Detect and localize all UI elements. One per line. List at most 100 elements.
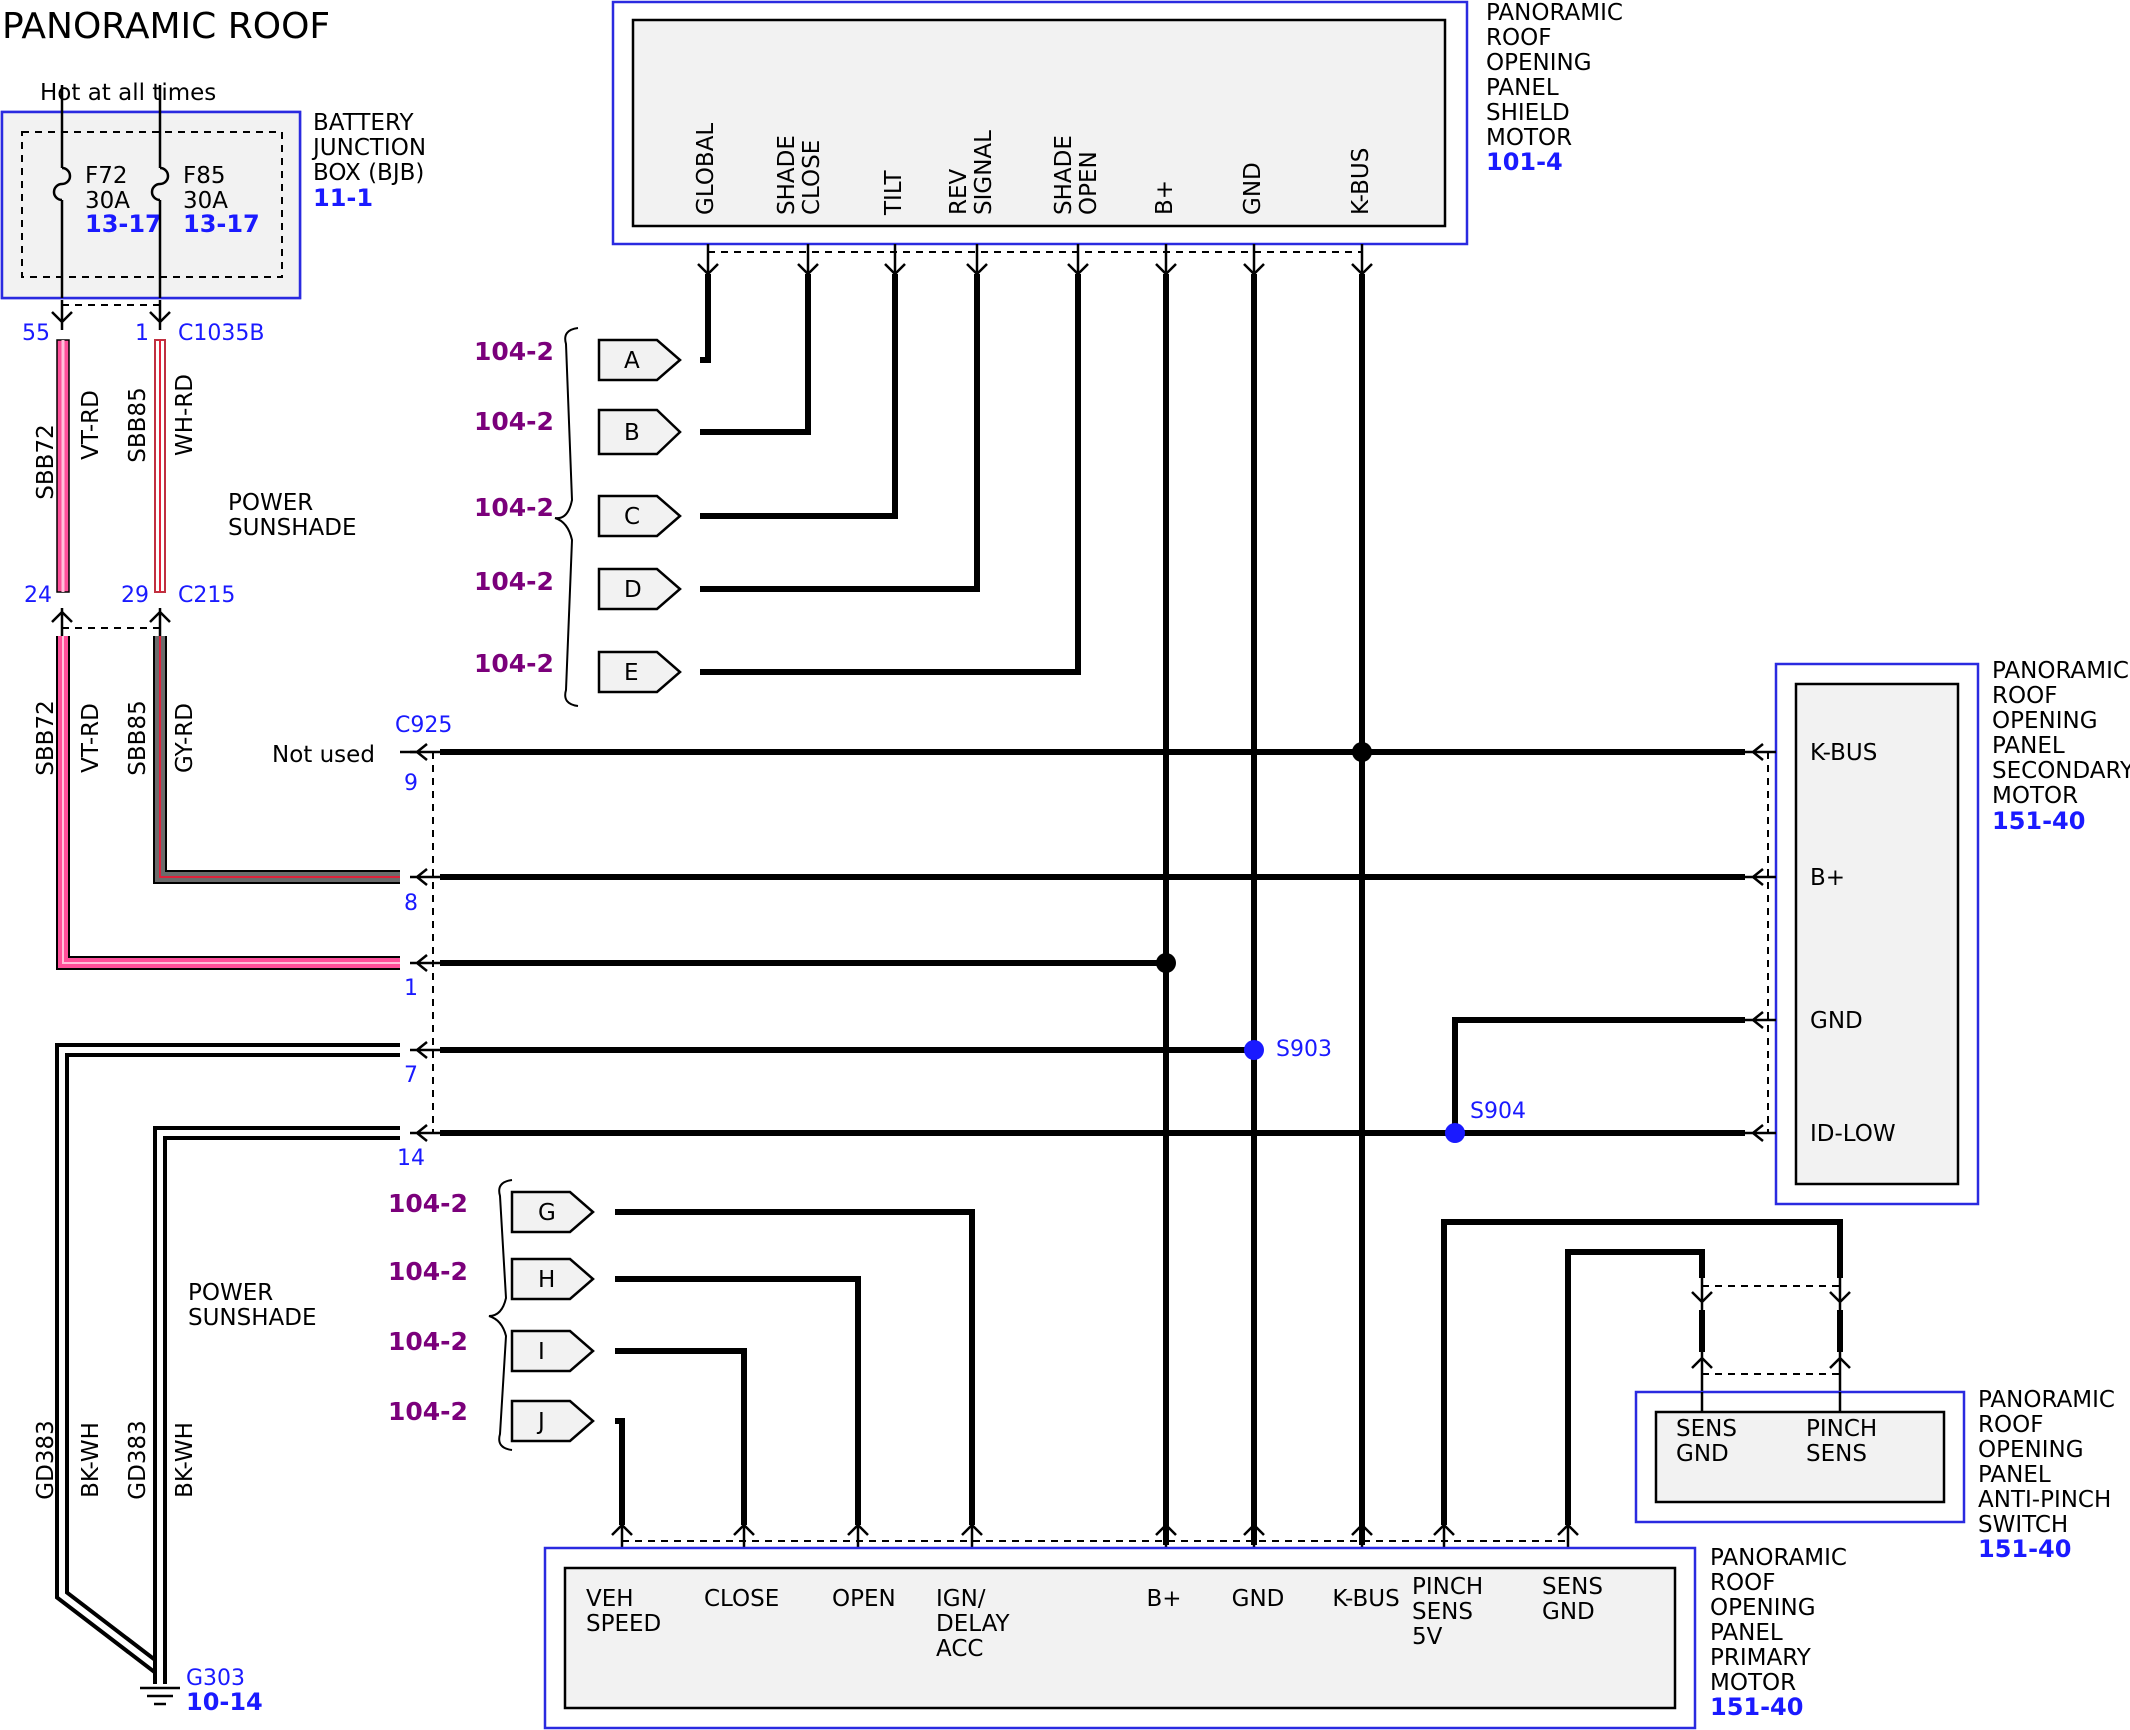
tag-d[interactable]: D 104-2 [474, 567, 682, 611]
tag-i[interactable]: I 104-2 [388, 1327, 595, 1373]
splice-s903 [1244, 1040, 1264, 1060]
c925-pin-1: 1 [404, 976, 418, 1001]
wire-label-gd383-a: GD383 [33, 1420, 59, 1499]
page-title: PANORAMIC ROOF [2, 6, 330, 47]
secondary-motor-ref[interactable]: 151-40 [1992, 807, 2085, 835]
tag-h[interactable]: H 104-2 [388, 1257, 595, 1301]
tag-c-ref[interactable]: 104-2 [474, 493, 554, 522]
anti-pinch-pin-pinch-sens-2: SENS [1806, 1441, 1867, 1467]
shield-motor-name-5: SHIELD [1486, 100, 1570, 126]
c215-name: C215 [178, 583, 235, 608]
secondary-motor-name-2: ROOF [1992, 683, 2057, 709]
c215-pin-29: 29 [121, 583, 149, 608]
power-sunshade-upper-line1: POWER [228, 490, 313, 516]
tag-a-ref[interactable]: 104-2 [474, 337, 554, 366]
c925-name: C925 [395, 713, 452, 738]
shield-pin-shade-open-1: SHADE [1051, 135, 1077, 215]
anti-pinch-name-4: PANEL [1978, 1462, 2051, 1488]
primary-pin-pinch-sens-3: 5V [1412, 1624, 1443, 1650]
fuse-f72-name: F72 [85, 163, 128, 189]
tag-j[interactable]: J 104-2 [388, 1397, 595, 1443]
secondary-motor-name-4: PANEL [1992, 733, 2065, 759]
tag-i-ref[interactable]: 104-2 [388, 1327, 468, 1356]
anti-pinch-inner [1654, 1410, 1946, 1504]
shield-motor-name-1: PANORAMIC [1486, 0, 1623, 26]
power-sunshade-lower-line1: POWER [188, 1280, 273, 1306]
splice-bplus [1156, 953, 1176, 973]
bjb-ref[interactable]: 11-1 [313, 184, 373, 212]
tag-c-letter: C [624, 504, 640, 530]
c1035b-pin-55: 55 [22, 321, 50, 346]
c925-pin-8: 8 [404, 891, 418, 916]
tag-g-ref[interactable]: 104-2 [388, 1189, 468, 1218]
tag-c[interactable]: C 104-2 [474, 493, 682, 538]
fuse-f72-ref[interactable]: 13-17 [85, 210, 162, 238]
not-used-label: Not used [272, 742, 375, 768]
primary-pin-sens-gnd-2: GND [1542, 1599, 1595, 1625]
bjb-dashed-boundary [21, 131, 283, 278]
secondary-pin-bplus: B+ [1810, 865, 1845, 891]
tag-b[interactable]: B 104-2 [474, 407, 682, 456]
tag-i-letter: I [538, 1339, 545, 1365]
primary-pin-sens-gnd-1: SENS [1542, 1574, 1603, 1600]
bjb-name-line-2: JUNCTION [311, 135, 426, 161]
wire-color-vt-rd-lower: VT-RD [78, 703, 104, 773]
primary-pin-kbus: K-BUS [1332, 1586, 1399, 1612]
tag-h-letter: H [538, 1267, 555, 1293]
primary-pin-ign-3: ACC [936, 1636, 983, 1662]
anti-pinch-ref[interactable]: 151-40 [1978, 1535, 2071, 1563]
fuse-f85-name: F85 [183, 163, 226, 189]
tag-e-letter: E [624, 660, 639, 686]
power-sunshade-lower-line2: SUNSHADE [188, 1305, 317, 1331]
primary-pin-ign-2: DELAY [936, 1611, 1011, 1637]
anti-pinch-name-5: ANTI-PINCH [1978, 1487, 2111, 1513]
c925-pin-9: 9 [404, 771, 418, 796]
hot-at-all-times-label: Hot at all times [40, 80, 216, 106]
primary-motor-ref[interactable]: 151-40 [1710, 1693, 1803, 1721]
shield-pin-bplus: B+ [1152, 180, 1178, 215]
tag-d-ref[interactable]: 104-2 [474, 567, 554, 596]
tag-e[interactable]: E 104-2 [474, 649, 682, 694]
wire-color-wh-rd-upper: WH-RD [172, 374, 198, 456]
anti-pinch-wires [1441, 1219, 1851, 1525]
tag-b-ref[interactable]: 104-2 [474, 407, 554, 436]
fuse-f85-ref[interactable]: 13-17 [183, 210, 260, 238]
shield-motor-name-6: MOTOR [1486, 125, 1572, 151]
c215-pin-24: 24 [24, 583, 52, 608]
primary-motor-signal-wires [615, 1209, 975, 1525]
ground-point-ref[interactable]: 10-14 [186, 1688, 263, 1716]
primary-pin-open: OPEN [832, 1586, 896, 1612]
lower-tag-group: G 104-2 H 104-2 I 104-2 J 104-2 [388, 1179, 595, 1451]
primary-pin-ign-1: IGN/ [936, 1586, 986, 1612]
shield-pin-rev-signal-2: SIGNAL [971, 130, 997, 215]
shield-pin-gnd: GND [1240, 162, 1266, 215]
bjb-name-line-1: BATTERY [313, 110, 414, 136]
tag-j-ref[interactable]: 104-2 [388, 1397, 468, 1426]
anti-pinch-pin-pinch-sens-1: PINCH [1806, 1416, 1877, 1442]
shield-motor-ref[interactable]: 101-4 [1486, 148, 1563, 176]
wire-color-gy-rd-lower: GY-RD [172, 703, 198, 773]
tag-g[interactable]: G 104-2 [388, 1189, 595, 1234]
wire-label-sbb85-upper: SBB85 [125, 387, 151, 462]
shield-motor: PANORAMIC ROOF OPENING PANEL SHIELD MOTO… [611, 0, 1623, 276]
lower-power-wires: SBB72 VT-RD SBB85 GY-RD [33, 636, 400, 970]
connector-c215: 24 29 C215 [24, 583, 235, 636]
connector-arrow-icon [149, 608, 171, 636]
anti-pinch-name-2: ROOF [1978, 1412, 2043, 1438]
tag-e-ref[interactable]: 104-2 [474, 649, 554, 678]
primary-motor-name-1: PANORAMIC [1710, 1545, 1847, 1571]
anti-pinch-pin-sens-gnd-1: SENS [1676, 1416, 1737, 1442]
tag-a[interactable]: A 104-2 [474, 337, 682, 382]
splice-s903-label: S903 [1276, 1037, 1332, 1062]
shield-pin-tilt: TILT [881, 170, 907, 216]
secondary-motor-name-5: SECONDARY [1992, 758, 2130, 784]
tag-d-letter: D [624, 577, 642, 603]
shield-pin-shade-close-1: SHADE [774, 135, 800, 215]
secondary-motor-name-1: PANORAMIC [1992, 658, 2129, 684]
secondary-motor: K-BUS B+ GND ID-LOW PANORAMIC ROOF OPENI… [1745, 658, 2130, 1206]
tag-h-ref[interactable]: 104-2 [388, 1257, 468, 1286]
shield-motor-name-4: PANEL [1486, 75, 1559, 101]
bus-wires [440, 749, 1745, 1136]
trunk-wires [1163, 274, 1365, 1545]
primary-motor-name-4: PANEL [1710, 1620, 1783, 1646]
